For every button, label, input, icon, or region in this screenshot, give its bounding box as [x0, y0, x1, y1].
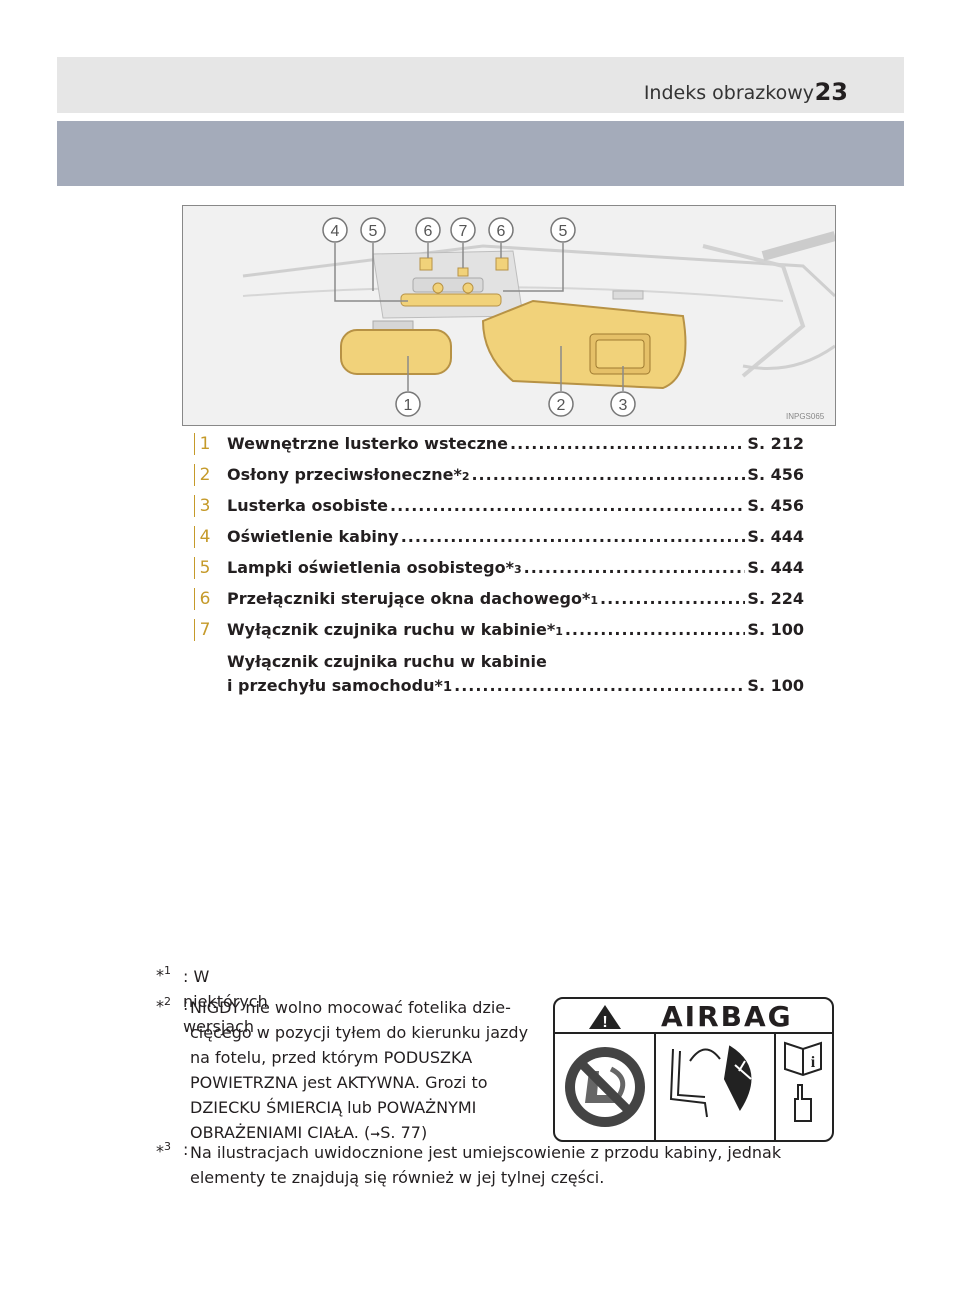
warning-glyph: !	[602, 1014, 607, 1031]
footnote-line: OBRAŻENIAMI CIAŁA. (	[190, 1123, 371, 1142]
page-ref[interactable]: S. 224	[747, 589, 804, 608]
leader-dots: ........................................…	[564, 620, 746, 639]
cabin-illustration: 4 5 6 7 6 5 1 2 3 INPGS065	[182, 205, 836, 426]
callout-4: 4	[331, 223, 340, 240]
callout-1: 1	[404, 397, 413, 414]
footnote-sup: 2	[164, 995, 171, 1008]
item-number: 1	[194, 433, 215, 455]
leader-dots: ........................................…	[471, 465, 745, 484]
item-number: 5	[194, 557, 215, 579]
callout-2: 2	[557, 397, 566, 414]
item-label: Oświetlenie kabiny	[227, 527, 399, 546]
footnote-line: cięcego w pozycji tyłem do kierunku jazd…	[190, 1023, 529, 1042]
footnote-mark: *	[156, 1141, 164, 1161]
pointing-hand-icon	[794, 1084, 812, 1122]
footnote-line: DZIECKU ŚMIERCIĄ lub POWAŻNYMI	[190, 1098, 477, 1117]
manual-info-icon: i	[784, 1041, 822, 1122]
footnote-line: POWIETRZNA jest AKTYWNA. Grozi to	[190, 1073, 488, 1092]
arrow-icon: ➞	[370, 1127, 381, 1141]
warning-triangle-icon	[589, 1005, 621, 1029]
item-label: Osłony przeciwsłoneczne*	[227, 465, 462, 484]
item-number: 3	[194, 495, 215, 517]
item-sup: 3	[513, 563, 522, 576]
item-sup: 1	[590, 594, 598, 607]
leader-dots: ........................................…	[454, 676, 745, 695]
callout-5: 5	[369, 223, 378, 240]
item-label: Przełączniki sterujące okna dachowego*	[227, 589, 591, 608]
page-ref[interactable]: S. 100	[747, 620, 804, 639]
callout-3: 3	[619, 397, 628, 414]
callout-7: 7	[459, 223, 468, 240]
figure-code: INPGS065	[786, 412, 825, 421]
footnote-sup: 1	[164, 964, 171, 977]
leader-dots: ........................................…	[389, 496, 745, 515]
footnote-sup: 3	[164, 1140, 171, 1153]
page-ref[interactable]: S. 456	[747, 496, 804, 515]
item-sub-sup: 1	[442, 680, 453, 695]
item-label: Wyłącznik czujnika ruchu w kabinie*	[227, 620, 556, 639]
leader-dots: ........................................…	[400, 527, 746, 546]
item-sup: 2	[461, 470, 470, 483]
page-ref[interactable]: S. 444	[747, 527, 804, 546]
page-number: 23	[814, 78, 848, 106]
footnote-line: elementy te znajdują się również w jej t…	[190, 1168, 605, 1187]
item-label: Wewnętrzne lusterko wsteczne	[227, 434, 509, 453]
item-label: Lusterka osobiste	[227, 496, 388, 515]
footnote-line: na fotelu, przed którym PODUSZKA	[190, 1048, 473, 1067]
section-band	[57, 121, 904, 186]
item-sub-label: Wyłącznik czujnika ruchu w kabinie	[227, 652, 547, 671]
item-sub-label-2: i przechyłu samochodu*	[227, 676, 443, 695]
page-ref[interactable]: S. 444	[747, 558, 804, 577]
item-number: 4	[194, 526, 215, 548]
item-label: Lampki oświetlenia osobistego*	[227, 558, 514, 577]
footnote-line: Na ilustracjach uwidocznione jest umiejs…	[190, 1143, 782, 1162]
airbag-word: AIRBAG	[661, 1000, 793, 1033]
leader-dots: ........................................…	[510, 434, 745, 453]
leader-dots: ........................................…	[523, 558, 746, 577]
list-item: 3 Lusterka osobiste.....................…	[194, 492, 804, 523]
list-item: 6 Przełączniki sterujące okna dachowego*…	[194, 585, 804, 616]
callout-6b: 6	[497, 223, 506, 240]
callout-6: 6	[424, 223, 433, 240]
item-number: 2	[194, 464, 215, 486]
leader-dots: .......................................	[599, 589, 745, 608]
callout-5b: 5	[559, 223, 568, 240]
list-item: 1 Wewnętrzne lusterko wsteczne..........…	[194, 430, 804, 461]
list-item: 7 Wyłącznik czujnika ruchu w kabinie*1..…	[194, 616, 804, 700]
no-rear-facing-seat-icon	[565, 1047, 645, 1127]
list-item: 2 Osłony przeciwsłoneczne*2.............…	[194, 461, 804, 492]
page-ref[interactable]: S. 212	[747, 434, 804, 453]
section-title: Indeks obrazkowy	[643, 82, 814, 104]
item-sup: 1	[555, 625, 563, 638]
page-ref[interactable]: S. 456	[747, 465, 804, 484]
seat-airbag-icon	[669, 1045, 752, 1118]
footnote-mark: *	[156, 965, 164, 985]
header-bar	[57, 57, 904, 113]
info-glyph: i	[811, 1054, 816, 1071]
item-number: 7	[194, 619, 215, 641]
footnote-line: NIGDY nie wolno mocować fotelika dzie-	[190, 998, 511, 1017]
item-number: 6	[194, 588, 215, 610]
list-item: 4 Oświetlenie kabiny....................…	[194, 523, 804, 554]
page-ref-link[interactable]: S. 77)	[380, 1123, 428, 1142]
list-item: 5 Lampki oświetlenia osobistego*3.......…	[194, 554, 804, 585]
airbag-warning-label: ! i AIRBAG	[553, 997, 834, 1142]
footnote-mark: *	[156, 996, 164, 1016]
footnote-text: : W niektórych wersjach	[183, 967, 268, 1036]
item-list: 1 Wewnętrzne lusterko wsteczne..........…	[194, 430, 804, 700]
page-ref[interactable]: S. 100	[747, 676, 804, 695]
